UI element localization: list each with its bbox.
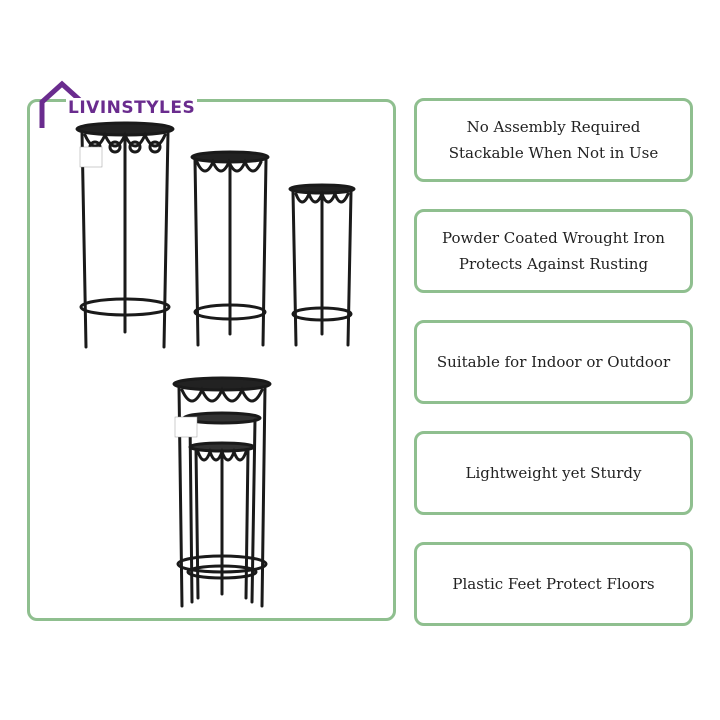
brand-name: LIVINSTYLES [66,98,198,118]
short-stand [288,183,356,347]
feature-card: Plastic Feet Protect Floors [414,542,693,626]
feature-text: Lightweight yet Sturdy [465,464,642,482]
stand-tag [79,146,103,168]
tall-stand [75,121,175,349]
feature-text: Suitable for Indoor or Outdoor [436,353,671,371]
feature-text: Plastic Feet Protect Floors [452,575,655,593]
feature-text: Protects Against Rusting [458,255,649,273]
feature-card: Suitable for Indoor or Outdoor [414,320,693,404]
stacked-stands [172,376,272,608]
feature-card: Powder Coated Wrought Iron Protects Agai… [414,209,693,293]
house-icon [39,80,84,128]
feature-card: Lightweight yet Sturdy [414,431,693,515]
plant-stands-illustration [75,121,356,608]
brand-logo: LIVINSTYLES [36,78,198,134]
feature-text: Stackable When Not in Use [448,144,659,162]
stand-tag [174,416,198,438]
medium-stand [190,150,270,347]
product-image-panel [27,99,396,621]
feature-card: No Assembly Required Stackable When Not … [414,98,693,182]
feature-text: Powder Coated Wrought Iron [442,229,665,247]
feature-text: No Assembly Required [466,118,641,136]
